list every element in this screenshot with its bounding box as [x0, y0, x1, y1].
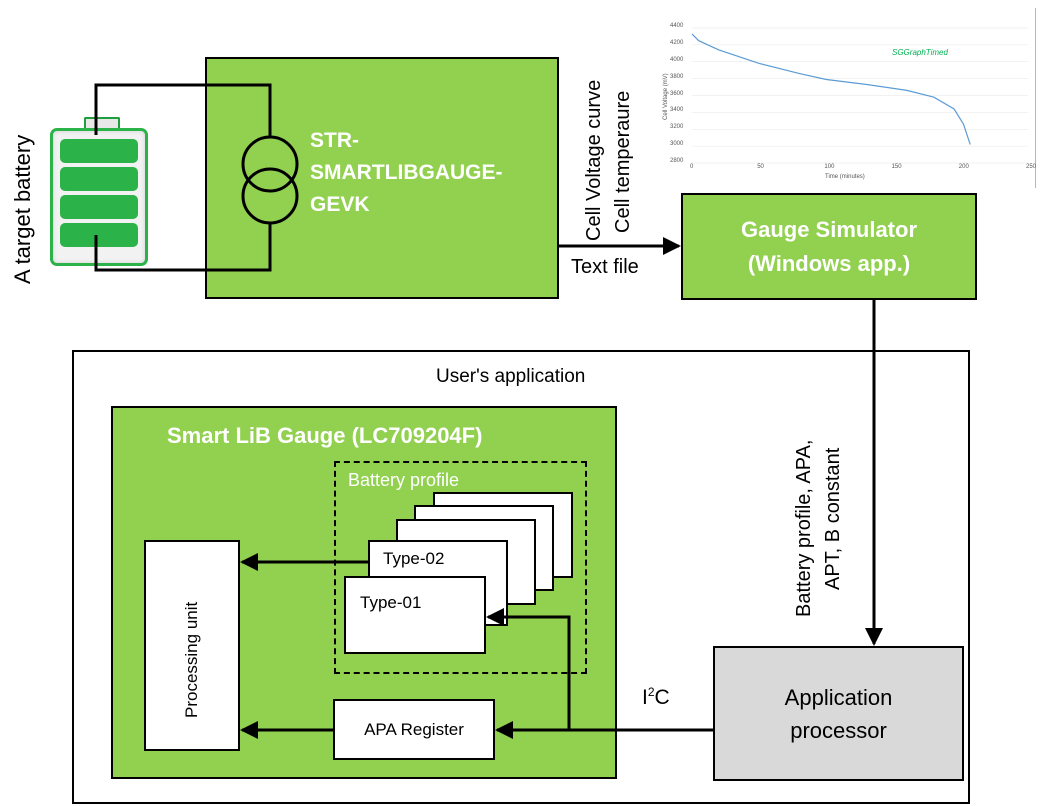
evk-line-1: STR- [310, 129, 359, 152]
gauge-title: Smart LiB Gauge (LC709204F) [167, 423, 483, 448]
graph-ytick: 3400 [670, 107, 684, 114]
graph-xtick: 200 [958, 164, 969, 170]
voltage-graph: SGGraphTimed Time (minutes) Cell Voltage… [660, 8, 1047, 188]
evk-line-3: GEVK [310, 193, 370, 216]
apa-register-label: APA Register [364, 719, 464, 739]
text-file-label: Text file [571, 256, 639, 278]
simulator-line-1: Gauge Simulator [740, 216, 918, 242]
profile-card-type-01 [344, 576, 486, 654]
graph-ytick: 3200 [670, 124, 684, 131]
evk-board [205, 57, 559, 299]
gauge-simulator-box: Gauge Simulator (Windows app.) [681, 193, 977, 300]
type-02-label: Type-02 [383, 549, 445, 568]
i2c-label: I2C [642, 685, 670, 709]
app-proc-line-2: processor [790, 717, 887, 743]
graph-xtick: 50 [757, 164, 764, 170]
graph-xtick: 0 [690, 164, 694, 170]
simulator-line-2: (Windows app.) [747, 250, 911, 276]
graph-ytick: 3800 [670, 73, 684, 80]
battery-icon [48, 117, 154, 269]
graph-ytick: 4400 [670, 23, 684, 29]
graph-xtick: 250 [1026, 164, 1037, 170]
graph-ytick: 3000 [670, 141, 684, 148]
graph-ytick: 4000 [670, 56, 684, 63]
graph-legend: SGGraphTimed [892, 48, 948, 57]
type-01-label: Type-01 [360, 593, 422, 612]
battery-profile-label: Battery profile [348, 470, 460, 490]
battery-profile-group [334, 461, 587, 674]
application-processor-box: Application processor [713, 646, 964, 781]
source-circles-icon [241, 135, 299, 225]
evk-label: STR- SMARTLIBGAUGE- GEVK [310, 125, 503, 221]
graph-xlabel: Time (minutes) [825, 174, 865, 180]
processing-unit-box [144, 540, 240, 751]
app-proc-line-1: Application [784, 684, 893, 710]
user-application-label: User's application [436, 366, 586, 387]
battery-wires [94, 83, 272, 272]
apa-to-profile-arrow [486, 608, 571, 730]
voltage-curve [691, 33, 971, 145]
graph-ytick: 3600 [670, 90, 684, 97]
apa-register-box: APA Register [333, 699, 495, 760]
graph-plot [691, 27, 1028, 164]
graph-ytick: 2800 [670, 158, 684, 164]
evk-line-2: SMARTLIBGAUGE- [310, 161, 503, 184]
graph-ytick: 4200 [670, 39, 684, 46]
graph-xtick: 150 [891, 164, 902, 170]
graph-xtick: 100 [824, 164, 835, 170]
